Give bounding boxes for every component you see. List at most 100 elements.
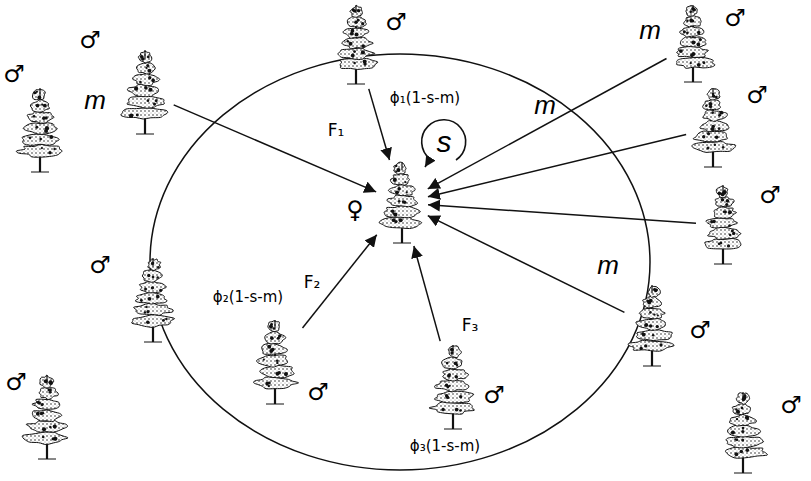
tree-ground	[136, 134, 154, 135]
pollen-flow-arrow	[428, 205, 696, 223]
tree-shade	[689, 19, 693, 23]
tree-shade	[353, 62, 356, 65]
tree-crown	[148, 259, 161, 271]
tree-shade	[705, 104, 707, 106]
tree-shade	[148, 76, 151, 79]
tree-shade	[353, 50, 356, 53]
pollen-donor-tree: ♂	[690, 88, 736, 168]
tree-crown	[390, 174, 409, 186]
tree-shade	[276, 372, 280, 376]
tree-shade	[49, 426, 52, 429]
tree-crown	[692, 142, 736, 153]
tree-crown	[347, 16, 366, 27]
tree-crown	[137, 63, 156, 74]
tree-tip	[651, 285, 652, 293]
tree-shade	[361, 50, 365, 54]
tree-crown	[429, 402, 475, 414]
tree-shade	[36, 412, 40, 416]
tree-ground	[266, 404, 284, 405]
tree-tip	[401, 162, 402, 170]
sex-symbol: ♂	[307, 380, 329, 404]
tree-crown	[443, 369, 469, 381]
pollen-donor-tree: ♂	[120, 50, 170, 135]
tree-shade	[145, 306, 147, 308]
pollen-donor-tree: ♂	[628, 285, 676, 367]
tree-shade	[157, 266, 159, 268]
tree-ground	[38, 459, 56, 460]
tree-shade	[357, 19, 360, 22]
tree-crown	[26, 421, 67, 433]
tree-crown	[707, 89, 720, 100]
pollen-flow-arrow	[428, 134, 686, 196]
tree-shade	[351, 54, 355, 58]
tree-shade	[702, 135, 705, 138]
tree-shade	[53, 148, 55, 150]
tree-crown	[684, 16, 701, 27]
tree-picture	[690, 88, 736, 168]
tree-shade	[728, 210, 732, 214]
tree-shade	[361, 44, 365, 48]
tree-crown	[338, 48, 375, 59]
tree-ground	[393, 243, 411, 244]
selfing-rate-label: s	[437, 127, 452, 157]
sex-symbol: ♂	[746, 83, 768, 107]
tree-picture	[718, 392, 768, 474]
pollen-share-label: ϕ₁(1-s-m)	[390, 91, 460, 106]
sex-symbol: ♂	[5, 370, 27, 394]
tree-shade	[361, 22, 364, 25]
pollen-donor-tree: ♂	[718, 392, 768, 474]
sex-symbol: ♂	[780, 393, 802, 417]
tree-crown	[728, 425, 761, 437]
tree-shade	[657, 314, 659, 316]
tree-shade	[659, 343, 662, 346]
tree-crown	[30, 99, 49, 112]
tree-crown	[388, 185, 415, 196]
tree-shade	[144, 288, 147, 291]
tree-shade	[736, 418, 738, 420]
pollen-donor-tree: ♂	[670, 5, 716, 83]
tree-shade	[679, 49, 683, 53]
tree-shade	[42, 427, 46, 431]
tree-shade	[156, 295, 160, 299]
tree-shade	[686, 31, 689, 34]
tree-shade	[352, 8, 355, 11]
tree-tip	[152, 258, 153, 267]
tree-ground	[684, 82, 702, 83]
tree-shade	[391, 210, 395, 214]
tree-shade	[690, 53, 694, 57]
tree-crown	[705, 238, 741, 249]
sex-symbol: ♂	[483, 383, 505, 407]
tree-shade	[395, 165, 397, 167]
tree-crown	[448, 346, 461, 358]
pollen-donor-tree: ♂	[700, 185, 746, 265]
tree-shade	[147, 99, 150, 102]
tree-shade	[146, 320, 150, 324]
sex-symbol: ♂	[385, 10, 407, 34]
tree-shade	[41, 403, 44, 406]
tree-shade	[707, 132, 710, 135]
tree-crown	[714, 207, 736, 218]
tree-shade	[742, 427, 745, 430]
tree-shade	[656, 325, 659, 328]
tree-shade	[449, 373, 451, 375]
tree-crown	[23, 123, 57, 135]
tree-ground	[31, 172, 49, 173]
tree-shade	[447, 374, 451, 378]
tree-shade	[714, 144, 716, 146]
tree-shade	[404, 181, 406, 183]
tree-shade	[649, 324, 652, 327]
tree-shade	[399, 218, 403, 222]
tree-crown	[39, 388, 58, 400]
tree-ground	[704, 167, 722, 168]
tree-crown	[648, 286, 660, 297]
tree-crown	[16, 144, 62, 157]
tree-crown	[706, 218, 738, 228]
tree-shade	[147, 297, 151, 301]
tree-shade	[689, 10, 692, 13]
tree-shade	[746, 418, 748, 420]
tree-shade	[709, 105, 712, 108]
tree-shade	[711, 127, 715, 131]
tree-ground	[347, 84, 365, 85]
